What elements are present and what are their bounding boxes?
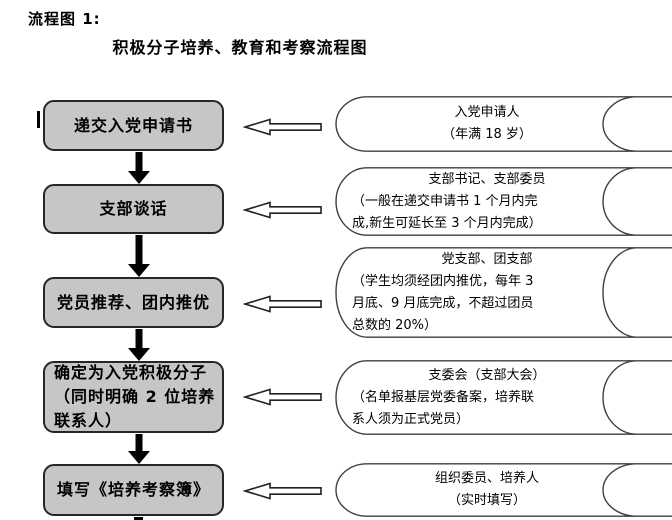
- down-arrow-icon: [128, 152, 150, 184]
- down-arrow-icon: [128, 329, 150, 361]
- text-cursor-mark: [37, 111, 40, 128]
- page-title: 积极分子培养、教育和考察流程图: [112, 38, 368, 57]
- down-arrow-stub: [134, 517, 143, 520]
- step-box-label: 支部谈话: [99, 199, 168, 218]
- note-text: 党支部、团支部 （学生均须经团内推优，每年 3 月底、9 月底完成，不超过团员 …: [352, 247, 622, 338]
- note-text: 组织委员、培养人 （实时填写）: [352, 463, 622, 517]
- note-line: 支委会（支部大会）: [428, 367, 546, 383]
- note-line: 总数的 20%）: [352, 317, 438, 333]
- note-line: 党支部、团支部: [441, 251, 533, 267]
- note-line: 组织委员、培养人: [434, 471, 539, 486]
- left-arrow-icon: [243, 481, 323, 501]
- note-line: 支部书记、支部委员: [428, 171, 546, 187]
- note-line: 系人须为正式党员）: [352, 411, 470, 427]
- step-box-label: 联系人）: [54, 411, 123, 430]
- note-line: 月底、9 月底完成，不超过团员: [352, 295, 534, 311]
- note-line: 成,新生可延长至 3 个月内完成）: [352, 215, 542, 231]
- step-box-confirm-activist: 确定为入党积极分子 （同时明确 2 位培养 联系人）: [43, 361, 224, 433]
- down-arrow-icon: [128, 235, 150, 277]
- step-box-label: 填写《培养考察簿》: [56, 480, 210, 499]
- note-line: （学生均须经团内推优，每年 3: [352, 273, 534, 289]
- step-box-label: （同时明确 2 位培养: [54, 387, 216, 406]
- left-arrow-icon: [243, 200, 323, 220]
- note-line: 入党申请人: [454, 105, 520, 120]
- step-box-branch-talk: 支部谈话: [43, 184, 224, 234]
- note-shape: [335, 247, 672, 338]
- left-arrow-icon: [243, 387, 323, 407]
- note-shape: [335, 167, 672, 236]
- step-box-submit-application: 递交入党申请书: [43, 100, 224, 151]
- note-text: 支部书记、支部委员 （一般在递交申请书 1 个月内完 成,新生可延长至 3 个月…: [352, 167, 622, 236]
- figure-label: 流程图 1:: [28, 10, 101, 28]
- step-box-label: 党员推荐、团内推优: [56, 292, 210, 312]
- left-arrow-icon: [243, 294, 323, 314]
- note-shape: [335, 96, 672, 152]
- note-line: （实时填写）: [447, 493, 526, 508]
- note-line: （一般在递交申请书 1 个月内完: [352, 193, 538, 209]
- note-shape: [335, 360, 672, 435]
- step-box-label: 递交入党申请书: [73, 115, 193, 135]
- step-box-fill-record-book: 填写《培养考察簿》: [43, 464, 224, 516]
- step-box-recommendation: 党员推荐、团内推优: [43, 277, 224, 328]
- note-line: （名单报基层党委备案，培养联: [352, 389, 535, 405]
- left-arrow-icon: [243, 117, 323, 137]
- step-box-label: 确定为入党积极分子: [54, 363, 208, 382]
- note-line: （年满 18 岁）: [442, 127, 532, 142]
- note-text: 入党申请人 （年满 18 岁）: [352, 96, 622, 152]
- down-arrow-icon: [128, 434, 150, 464]
- note-shape: [335, 463, 672, 517]
- note-text: 支委会（支部大会） （名单报基层党委备案，培养联 系人须为正式党员）: [352, 360, 622, 435]
